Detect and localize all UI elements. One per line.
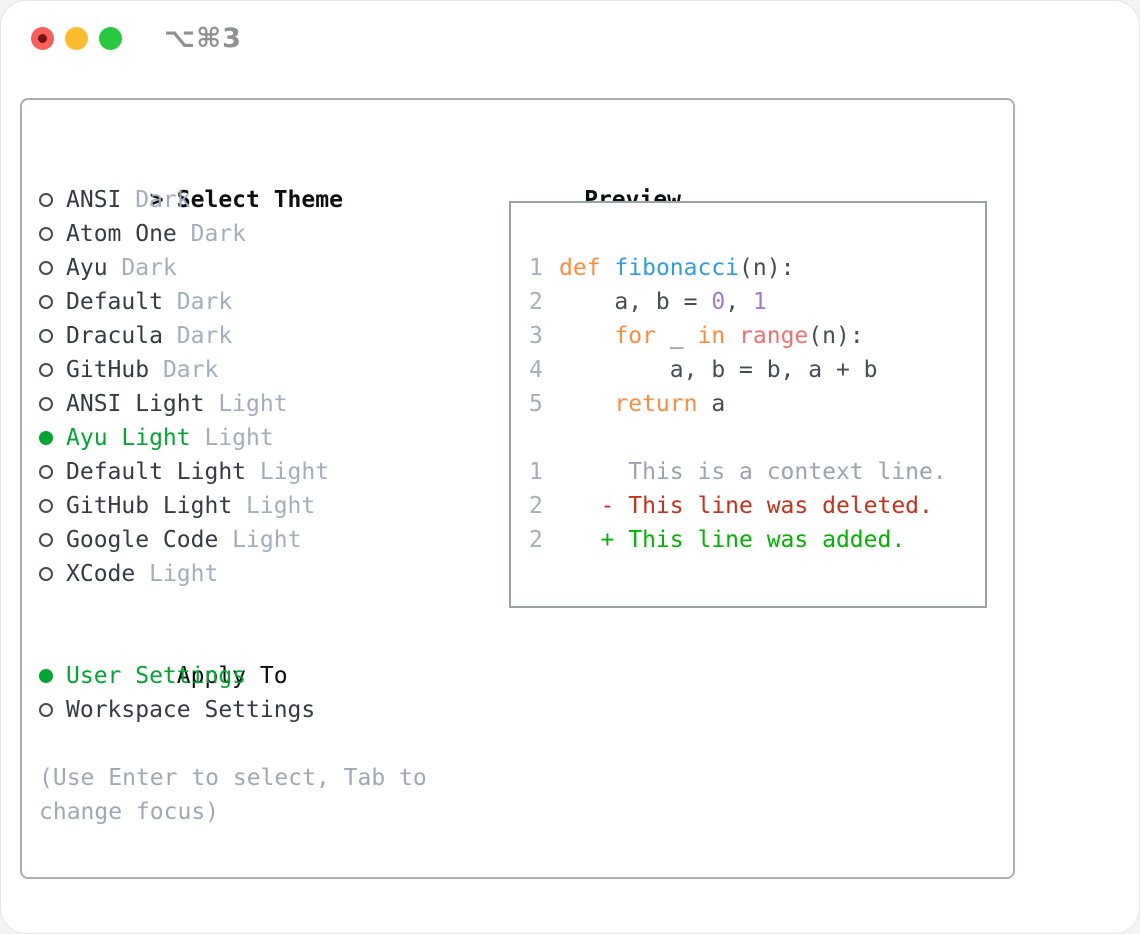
radio-unselected-icon bbox=[39, 533, 53, 547]
radio-unselected-icon bbox=[39, 363, 53, 377]
item-tag: Dark bbox=[149, 357, 219, 383]
apply-to-header-label: Apply To bbox=[176, 663, 288, 689]
radio-unselected-icon bbox=[39, 193, 53, 207]
traffic-lights bbox=[31, 27, 122, 50]
item-label: GitHub Light bbox=[66, 493, 233, 519]
line-number: 2 bbox=[529, 493, 543, 519]
item-label: Default Light bbox=[66, 459, 247, 485]
line-number: 2 bbox=[529, 527, 543, 553]
theme-item-default-light[interactable]: Default Light Light bbox=[39, 455, 427, 489]
radio-unselected-icon bbox=[39, 499, 53, 513]
item-tag: Dark bbox=[121, 187, 191, 213]
item-label: XCode bbox=[66, 561, 136, 587]
item-tag: Dark bbox=[107, 255, 177, 281]
radio-unselected-icon bbox=[39, 465, 53, 479]
hint-text-line-1: (Use Enter to select, Tab to bbox=[39, 765, 427, 791]
theme-item-xcode[interactable]: XCode Light bbox=[39, 557, 427, 591]
item-tag: Light bbox=[135, 561, 219, 587]
item-label: User Settings bbox=[66, 663, 247, 689]
item-tag: Light bbox=[246, 459, 330, 485]
minimize-button[interactable] bbox=[65, 27, 88, 50]
line-number: 1 bbox=[529, 459, 543, 485]
code-line-9: 2 + This line was added. bbox=[529, 523, 977, 557]
code-line-2: 2 a, b = 0, 1 bbox=[529, 285, 977, 319]
item-tag: Light bbox=[232, 493, 316, 519]
select-theme-header-label: Select Theme bbox=[176, 187, 343, 213]
item-label: Default bbox=[66, 289, 163, 315]
theme-item-default[interactable]: Default Dark bbox=[39, 285, 427, 319]
item-label: GitHub bbox=[66, 357, 150, 383]
window-title: ⌥⌘3 bbox=[164, 23, 242, 54]
radio-selected-icon bbox=[39, 669, 53, 683]
spacer bbox=[39, 727, 427, 761]
item-tag: Dark bbox=[162, 289, 233, 315]
theme-item-atom-one[interactable]: Atom One Dark bbox=[39, 217, 427, 251]
code-line-7: 1 This is a context line. bbox=[529, 455, 977, 489]
titlebar: ⌥⌘3 bbox=[1, 1, 1139, 77]
theme-item-google-code[interactable]: Google Code Light bbox=[39, 523, 427, 557]
line-number: 5 bbox=[529, 391, 543, 417]
radio-unselected-icon bbox=[39, 295, 53, 309]
close-button[interactable] bbox=[31, 27, 54, 50]
item-label: Google Code bbox=[66, 527, 219, 553]
hint-text-line-2: change focus) bbox=[39, 799, 220, 825]
item-label: ANSI bbox=[66, 187, 122, 213]
zoom-button[interactable] bbox=[99, 27, 122, 50]
item-tag: Light bbox=[218, 527, 302, 553]
apply-option-user-settings[interactable]: User Settings bbox=[39, 659, 427, 693]
item-label: Atom One bbox=[66, 221, 177, 247]
item-label: Ayu Light bbox=[66, 425, 191, 451]
item-label: Workspace Settings bbox=[66, 697, 316, 723]
item-tag: Dark bbox=[176, 221, 247, 247]
line-number: 3 bbox=[529, 323, 543, 349]
item-tag: Dark bbox=[162, 323, 233, 349]
code-line-4: 4 a, b = b, a + b bbox=[529, 353, 977, 387]
code-line-8: 2 - This line was deleted. bbox=[529, 489, 977, 523]
apply-to-header: Apply To bbox=[39, 625, 427, 689]
line-number: 1 bbox=[529, 255, 543, 281]
item-tag: Light bbox=[204, 391, 288, 417]
radio-unselected-icon bbox=[39, 261, 53, 275]
radio-unselected-icon bbox=[39, 329, 53, 343]
radio-unselected-icon bbox=[39, 397, 53, 411]
code-line-3: 3 for _ in range(n): bbox=[529, 319, 977, 353]
theme-item-ansi[interactable]: ANSI Dark bbox=[39, 183, 427, 217]
item-label: Dracula bbox=[66, 323, 163, 349]
code-line-5: 5 return a bbox=[529, 387, 977, 421]
theme-item-ayu[interactable]: Ayu Dark bbox=[39, 251, 427, 285]
radio-unselected-icon bbox=[39, 703, 53, 717]
line-number: 4 bbox=[529, 357, 543, 383]
apply-option-workspace-settings[interactable]: Workspace Settings bbox=[39, 693, 427, 727]
theme-item-dracula[interactable]: Dracula Dark bbox=[39, 319, 427, 353]
item-label: ANSI Light bbox=[66, 391, 205, 417]
line-number: 2 bbox=[529, 289, 543, 315]
theme-item-ayu-light[interactable]: Ayu Light Light bbox=[39, 421, 427, 455]
theme-item-github[interactable]: GitHub Dark bbox=[39, 353, 427, 387]
theme-item-github-light[interactable]: GitHub Light Light bbox=[39, 489, 427, 523]
cursor-icon: > bbox=[149, 187, 164, 213]
item-tag: Light bbox=[190, 425, 274, 451]
theme-item-ansi-light[interactable]: ANSI Light Light bbox=[39, 387, 427, 421]
preview-header: Preview bbox=[501, 149, 681, 213]
item-label: Ayu bbox=[66, 255, 108, 281]
radio-unselected-icon bbox=[39, 227, 53, 241]
code-line-6 bbox=[529, 421, 977, 455]
select-theme-header: > Select Theme bbox=[39, 149, 427, 213]
radio-selected-icon bbox=[39, 431, 53, 445]
radio-unselected-icon bbox=[39, 567, 53, 581]
spacer bbox=[39, 591, 427, 625]
